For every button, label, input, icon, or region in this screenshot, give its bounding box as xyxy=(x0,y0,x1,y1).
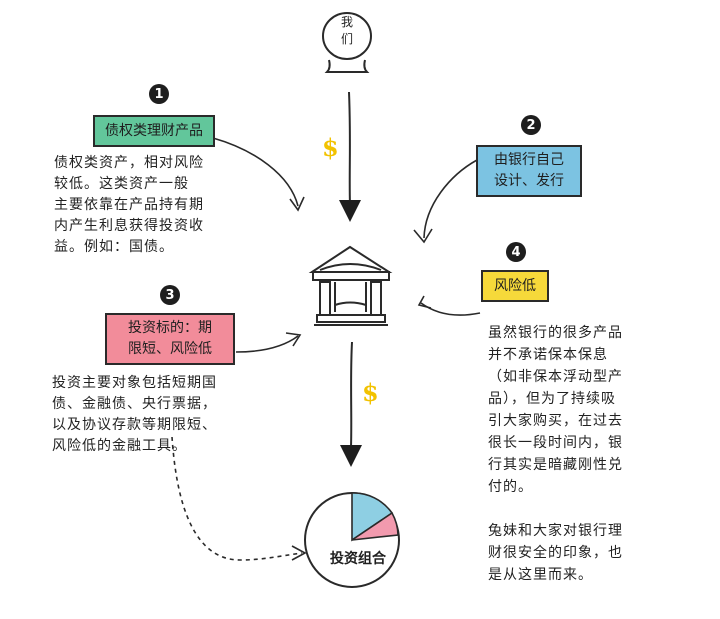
step-number-3: 3 xyxy=(160,285,180,305)
arrow-head-down xyxy=(340,445,362,467)
person-label-line1: 我 xyxy=(340,15,353,29)
arrow-head-down xyxy=(339,200,361,222)
bank-icon xyxy=(308,245,393,326)
description-low-risk: 虽然银行的很多产品 并不承诺保本保息 （如非保本浮动型产 品），但为了持续吸 引… xyxy=(488,325,623,583)
dollar-sign: $ xyxy=(362,378,379,407)
person-label-line2: 们 xyxy=(340,32,353,46)
description-bond-assets: 债权类资产，相对风险 较低。这类资产一般 主要依靠在产品持有期 内产生利息获得投… xyxy=(54,155,204,255)
tag-bond-products: 债权类理财产品 xyxy=(93,115,215,147)
dollar-sign: $ xyxy=(322,133,339,162)
tag-low-risk: 风险低 xyxy=(481,270,549,302)
tag-bank-issued: 由银行自己 设计、发行 xyxy=(476,145,582,197)
portfolio-label: 投资组合 xyxy=(330,551,386,567)
person-icon xyxy=(322,12,372,73)
step-number-1: 1 xyxy=(149,84,169,104)
description-investment-target: 投资主要对象包括短期国 债、金融债、央行票据， 以及协议存款等期限短、 风险低的… xyxy=(52,375,217,454)
tag-investment-target: 投资标的：期 限短、风险低 xyxy=(105,313,235,365)
step-number-4: 4 xyxy=(506,242,526,262)
person-label: 我 们 xyxy=(337,14,357,48)
step-number-2: 2 xyxy=(521,115,541,135)
portfolio-pie xyxy=(304,492,400,588)
